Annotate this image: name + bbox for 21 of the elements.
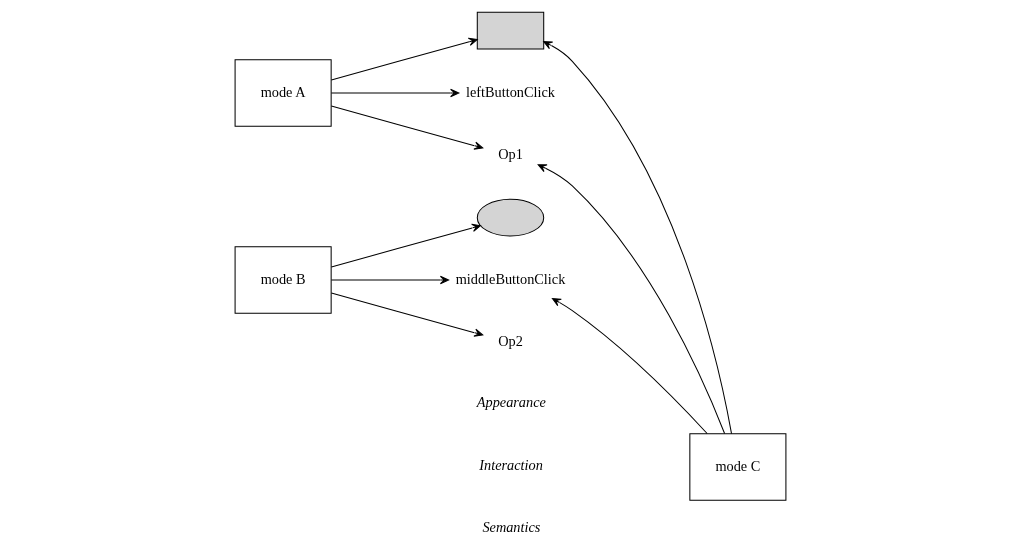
node-box: mode B <box>234 246 332 314</box>
label: Appearance <box>476 394 546 411</box>
node-box: mode A <box>234 59 332 127</box>
label: Semantics <box>482 519 541 536</box>
arrow <box>543 41 733 435</box>
arrow <box>330 223 482 268</box>
arrow <box>537 164 726 434</box>
node-text: Op1 <box>498 146 523 163</box>
node-ellipse <box>476 198 545 237</box>
node-box <box>476 11 545 50</box>
node-text: middleButtonClick <box>455 270 566 287</box>
arrow <box>330 37 478 81</box>
arrow <box>330 88 460 98</box>
node-box: mode C <box>689 433 787 501</box>
arrow <box>551 298 708 434</box>
arrow <box>330 292 484 337</box>
node-text: leftButtonClick <box>466 83 555 100</box>
arrow <box>330 275 450 285</box>
label: Interaction <box>479 456 543 473</box>
arrow <box>330 105 484 150</box>
node-text: Op2 <box>498 333 523 350</box>
